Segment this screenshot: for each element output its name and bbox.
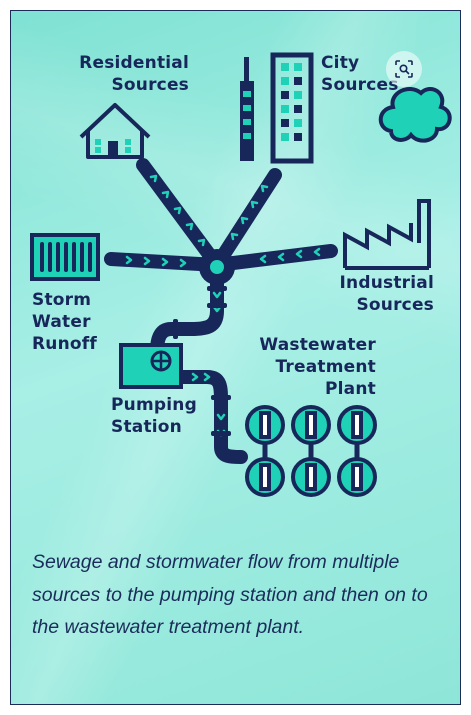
city-buildings-icon bbox=[240, 52, 314, 164]
label-line: Sources bbox=[321, 75, 399, 95]
label-line: Storm bbox=[32, 290, 92, 310]
label-industrial-sources: Industrial Sources bbox=[311, 272, 434, 316]
house-icon bbox=[79, 103, 151, 159]
label-storm-water-runoff: Storm Water Runoff bbox=[32, 289, 97, 355]
sewage-flow-diagram bbox=[30, 52, 452, 497]
label-line: Residential bbox=[79, 53, 189, 73]
label-line: Pumping bbox=[111, 395, 197, 415]
label-line: City bbox=[321, 53, 360, 73]
label-residential-sources: Residential Sources bbox=[63, 52, 189, 96]
label-line: Runoff bbox=[32, 334, 97, 354]
label-line: Water bbox=[32, 312, 91, 332]
label-line: Industrial bbox=[339, 273, 434, 293]
label-line: Plant bbox=[325, 379, 376, 399]
label-line: Wastewater bbox=[259, 335, 376, 355]
label-pumping-station: Pumping Station bbox=[111, 394, 197, 438]
label-line: Sources bbox=[111, 75, 189, 95]
image-search-icon bbox=[395, 60, 413, 78]
label-line: Treatment bbox=[275, 357, 376, 377]
label-line: Station bbox=[111, 417, 182, 437]
storm-drain-grate-icon bbox=[30, 233, 100, 281]
flow-arrows bbox=[125, 174, 321, 437]
treatment-tanks-icon bbox=[245, 405, 377, 497]
label-line: Sources bbox=[356, 295, 434, 315]
label-city-sources: City Sources bbox=[321, 52, 399, 96]
pipe-joints bbox=[173, 286, 231, 436]
diagram-card: Residential Sources City Sources Storm W… bbox=[10, 10, 461, 705]
pipe-junction bbox=[199, 249, 235, 285]
factory-icon bbox=[343, 199, 431, 270]
smoke-cloud-icon bbox=[378, 87, 452, 143]
diagram-caption: Sewage and stormwater flow from multiple… bbox=[32, 551, 428, 638]
image-search-button[interactable] bbox=[386, 51, 422, 87]
label-wastewater-treatment-plant: Wastewater Treatment Plant bbox=[236, 334, 376, 400]
pump-box-icon bbox=[119, 343, 183, 389]
